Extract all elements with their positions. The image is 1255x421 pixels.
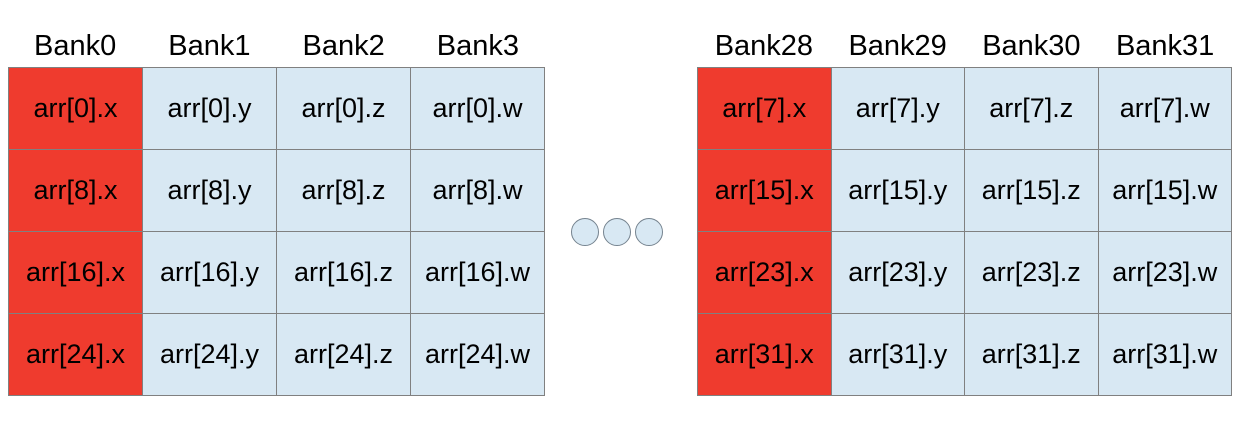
bank-header-label: Bank28 bbox=[714, 29, 814, 62]
ellipsis-dot-icon bbox=[603, 218, 631, 246]
bank-header-row: Bank0 Bank1 Bank2 Bank3 bbox=[8, 25, 545, 67]
bank-cell: arr[15].z bbox=[965, 150, 1099, 232]
bank-cell-conflict: arr[0].x bbox=[9, 68, 143, 150]
bank-cell: arr[31].z bbox=[965, 314, 1099, 396]
bank-cell-conflict: arr[15].x bbox=[698, 150, 832, 232]
bank-cell: arr[15].w bbox=[1098, 150, 1232, 232]
bank-header-label: Bank31 bbox=[1115, 29, 1215, 62]
bank-header-label: Bank29 bbox=[848, 29, 947, 62]
bank-cell: arr[0].z bbox=[277, 68, 411, 150]
bank-header-label: Bank2 bbox=[302, 29, 385, 62]
bank-cell: arr[31].y bbox=[831, 314, 965, 396]
bank-cell: arr[23].w bbox=[1098, 232, 1232, 314]
bank-cell: arr[16].y bbox=[143, 232, 277, 314]
bank-cell: arr[8].y bbox=[143, 150, 277, 232]
bank-cell: arr[31].w bbox=[1098, 314, 1232, 396]
bank-cell: arr[7].y bbox=[831, 68, 965, 150]
bank-header-label: Bank30 bbox=[982, 29, 1081, 62]
bank-cell: arr[24].y bbox=[143, 314, 277, 396]
bank-cell-conflict: arr[16].x bbox=[9, 232, 143, 314]
bank-header-label: Bank0 bbox=[34, 29, 117, 62]
bank-cell: arr[8].z bbox=[277, 150, 411, 232]
ellipsis-dot-icon bbox=[635, 218, 663, 246]
bank-cell: arr[0].w bbox=[411, 68, 545, 150]
bank-cell: arr[16].w bbox=[411, 232, 545, 314]
bank-cell: arr[7].w bbox=[1098, 68, 1232, 150]
bank-cell: arr[7].z bbox=[965, 68, 1099, 150]
bank-cell: arr[23].z bbox=[965, 232, 1099, 314]
bank-cell: arr[24].z bbox=[277, 314, 411, 396]
bank-cell: arr[0].y bbox=[143, 68, 277, 150]
bank-header-label: Bank1 bbox=[168, 29, 251, 62]
bank-cell-conflict: arr[24].x bbox=[9, 314, 143, 396]
bank-cell-conflict: arr[31].x bbox=[698, 314, 832, 396]
bank-cell: arr[23].y bbox=[831, 232, 965, 314]
bank-header-row: Bank28 Bank29 Bank30 Bank31 bbox=[697, 25, 1232, 67]
bank-cell: arr[16].z bbox=[277, 232, 411, 314]
ellipsis-dot-icon bbox=[571, 218, 599, 246]
bank-cell: arr[24].w bbox=[411, 314, 545, 396]
ellipsis-dots bbox=[571, 218, 663, 246]
bank-cell-conflict: arr[23].x bbox=[698, 232, 832, 314]
bank-cell-conflict: arr[8].x bbox=[9, 150, 143, 232]
bank-cell: arr[15].y bbox=[831, 150, 965, 232]
bank-cell-conflict: arr[7].x bbox=[698, 68, 832, 150]
bank-cell: arr[8].w bbox=[411, 150, 545, 232]
bank-header-label: Bank3 bbox=[436, 29, 519, 62]
